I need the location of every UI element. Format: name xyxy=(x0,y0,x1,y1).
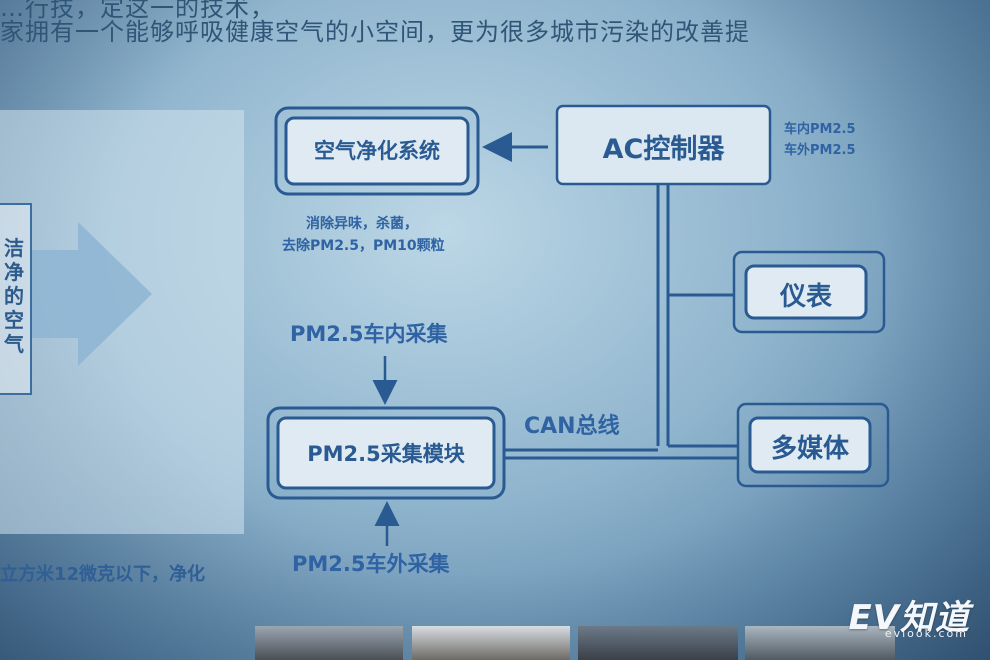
instrument-box-outer xyxy=(732,250,886,334)
pm-module-box-inner xyxy=(276,416,496,490)
clean-air-label: 洁净的空气 xyxy=(4,236,24,356)
left-bottom-text: 立方米12微克以下，净化 xyxy=(0,564,206,585)
pm-inside-label: PM2.5车内采集 xyxy=(290,322,448,346)
photo-thumbnail-2 xyxy=(412,626,570,660)
can-bus-label: CAN总线 xyxy=(524,414,620,439)
instrument-box-inner xyxy=(744,264,868,320)
evlook-logo: EV知道 xyxy=(848,598,970,638)
instrument-label: 仪表 xyxy=(779,282,832,312)
photo-thumbnail-1 xyxy=(255,626,403,660)
ac-controller-label: AC控制器 xyxy=(602,134,725,165)
clean-air-box xyxy=(0,203,32,395)
pm-module-box-outer xyxy=(266,406,506,500)
air-purifier-note-2: 去除PM2.5，PM10颗粒 xyxy=(282,238,445,254)
photo-thumbnail-4 xyxy=(745,626,895,660)
air-purifier-note-1: 消除异味，杀菌， xyxy=(306,216,418,232)
multimedia-box-inner xyxy=(748,416,872,474)
ac-note-inside: 车内PM2.5 xyxy=(784,122,856,137)
photo-thumbnail-3 xyxy=(578,626,738,660)
multimedia-label: 多媒体 xyxy=(770,434,849,464)
ac-controller-box xyxy=(555,104,772,186)
air-purifier-box-inner xyxy=(284,116,470,186)
pm-module-label: PM2.5采集模块 xyxy=(307,442,465,466)
air-purifier-label: 空气净化系统 xyxy=(314,139,440,163)
pm-outside-label: PM2.5车外采集 xyxy=(292,552,450,576)
header-line-1: …行技，定这一的技术， xyxy=(0,0,275,22)
ac-note-outside: 车外PM2.5 xyxy=(784,143,856,158)
air-purifier-box-outer xyxy=(274,106,480,196)
evlook-url: evlook.com xyxy=(884,627,968,640)
header-line-2: 家拥有一个能够呼吸健康空气的小空间，更为很多城市污染的改善提 xyxy=(0,18,750,46)
